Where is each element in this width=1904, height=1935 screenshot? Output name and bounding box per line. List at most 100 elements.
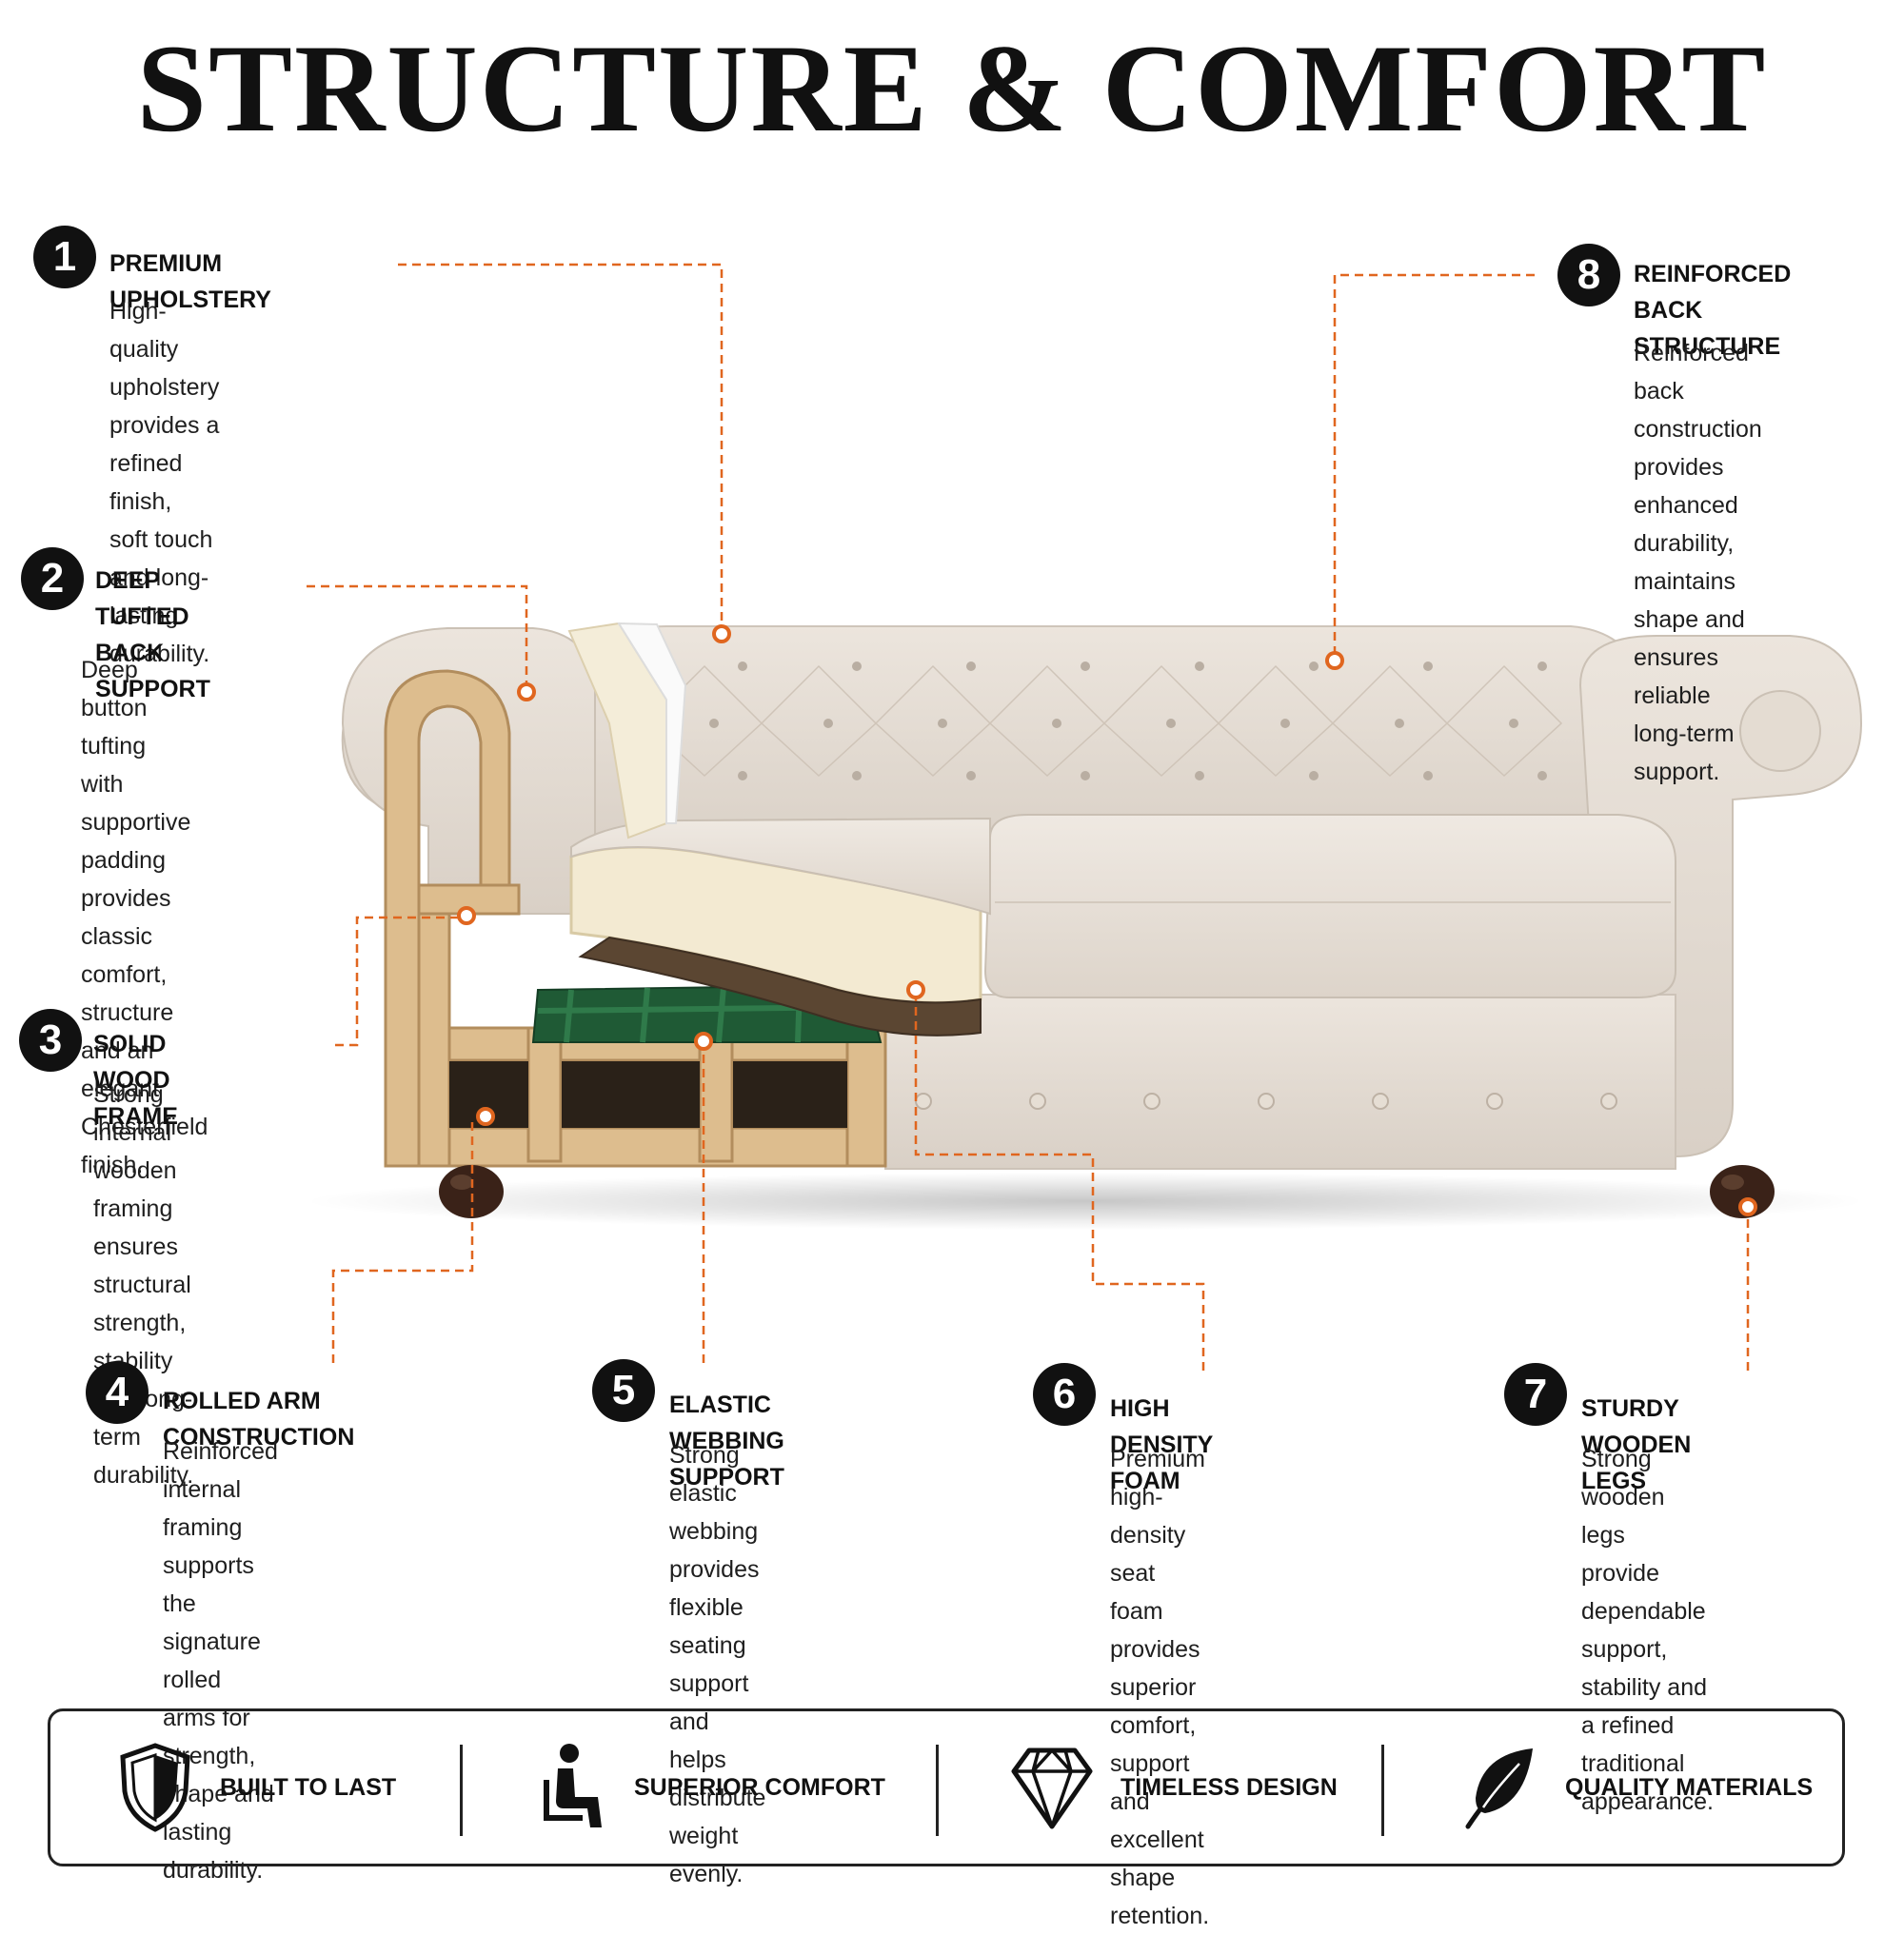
- callout-text-line: Strong elastic webbing: [669, 1442, 759, 1545]
- floor-shadow: [305, 1173, 1866, 1230]
- apron-tuft-button: [1600, 1093, 1617, 1110]
- feature-divider: [936, 1745, 939, 1836]
- callout-text-line: supports the signature: [163, 1552, 261, 1655]
- apron-tuft-button: [915, 1093, 932, 1110]
- callout-text-line: with supportive: [81, 771, 191, 836]
- tuft-button: [738, 771, 747, 780]
- apron-tuft-button: [1486, 1093, 1503, 1110]
- callout-text-line: Reinforced internal framing: [163, 1438, 278, 1541]
- callout-heading: DEEP TUFTED: [95, 567, 189, 630]
- callout-number-badge: 6: [1033, 1363, 1096, 1426]
- tuft-button: [1195, 661, 1204, 671]
- tuft-button: [966, 771, 976, 780]
- callout-heading: STRUCTURE: [1634, 333, 1781, 360]
- callout-text-line: provide dependable: [1581, 1560, 1706, 1625]
- tuft-button: [1166, 719, 1176, 728]
- callout-heading: SOLID WOOD FRAME: [93, 1031, 178, 1130]
- callout-text-line: wooden framing: [93, 1157, 177, 1222]
- callout-text-line: Reinforced back: [1634, 340, 1749, 405]
- tuft-pleat: [1102, 664, 1220, 778]
- callout-text-line: padding provides: [81, 847, 171, 912]
- diamond-icon: [1011, 1747, 1093, 1829]
- callout-text-line: provides a refined finish,: [109, 412, 220, 515]
- leaf-icon: [1465, 1748, 1533, 1829]
- tuft-button: [1423, 771, 1433, 780]
- tuft-button: [1537, 771, 1547, 780]
- callout-text-line: High-quality upholstery: [109, 298, 220, 401]
- callout-text-line: maintains shape and: [1634, 568, 1745, 633]
- tuft-pleat: [874, 664, 992, 778]
- callout-text-line: retention.: [1110, 1903, 1210, 1929]
- callout-number-badge: 3: [19, 1009, 82, 1072]
- callout-text-line: and excellent shape: [1110, 1788, 1204, 1891]
- apron-tuft-button: [1372, 1093, 1389, 1110]
- seated-person-icon: [544, 1744, 602, 1827]
- callout-heading: ROLLED ARM CONSTRUCTION: [163, 1388, 355, 1451]
- callout-number-badge: 2: [21, 547, 84, 610]
- callout-heading: HIGH DENSITY FOAM: [1110, 1395, 1213, 1494]
- tuft-button: [938, 719, 947, 728]
- tuft-button: [1052, 719, 1061, 728]
- right-seat-cushion: [983, 814, 1676, 998]
- callout-text-line: construction provides: [1634, 416, 1762, 481]
- feature-label: SUPERIOR COMFORT: [634, 1773, 885, 1801]
- callout-number-badge: 1: [33, 226, 96, 288]
- callout-text-line: structure and an: [81, 999, 174, 1064]
- shield-icon: [120, 1743, 190, 1832]
- callout-text-line: superior comfort, support: [1110, 1674, 1197, 1777]
- front-apron: [884, 994, 1676, 1170]
- callout-number-badge: 7: [1504, 1363, 1567, 1426]
- callout-text-line: enhanced durability,: [1634, 492, 1738, 557]
- apron-tufting: [915, 1093, 1617, 1110]
- tuft-pleat: [1217, 664, 1335, 778]
- callout-heading: PREMIUM UPHOLSTERY: [109, 250, 271, 313]
- callout-text-line: support, stability and: [1581, 1636, 1708, 1701]
- callout-text-line: Premium high-density: [1110, 1446, 1206, 1549]
- callout-text-line: Deep button tufting: [81, 657, 148, 760]
- tuft-button: [1423, 661, 1433, 671]
- feature-quality-materials: QUALITY MATERIALS: [1462, 1711, 1813, 1864]
- apron-tuft-button: [1029, 1093, 1046, 1110]
- callout-heading: ELASTIC WEBBING SUPPORT: [669, 1392, 784, 1491]
- tuft-button: [1509, 719, 1518, 728]
- tuft-pleat: [1445, 664, 1563, 778]
- tuft-button: [1081, 661, 1090, 671]
- feature-superior-comfort: SUPERIOR COMFORT: [541, 1711, 885, 1864]
- tuft-button: [709, 719, 719, 728]
- tuft-button: [1195, 771, 1204, 780]
- tuft-button: [1309, 661, 1319, 671]
- callout-heading: STURDY WOODEN LEGS: [1581, 1395, 1692, 1494]
- feature-label: TIMELESS DESIGN: [1121, 1773, 1338, 1801]
- callout-text-line: long-term support.: [1634, 721, 1735, 785]
- tuft-pleat: [1331, 664, 1449, 778]
- feature-built-to-last: BUILT TO LAST: [117, 1711, 396, 1864]
- tuft-pleat: [760, 664, 878, 778]
- tuft-button: [1280, 719, 1290, 728]
- callout-text-line: classic comfort,: [81, 923, 168, 988]
- tuft-button: [1309, 771, 1319, 780]
- callout-text-line: soft touch and long-: [109, 526, 213, 591]
- callout-text-line: lasting durability.: [109, 602, 210, 667]
- callout-number-badge: 5: [592, 1359, 655, 1422]
- callout-text-line: durability.: [163, 1857, 264, 1884]
- tuft-button: [1081, 771, 1090, 780]
- callout-text-line: Strong internal: [93, 1081, 171, 1146]
- callout-text-line: support and helps: [669, 1670, 749, 1773]
- callout-text-line: seat foam provides: [1110, 1560, 1200, 1663]
- callout-text-line: ensures reliable: [1634, 644, 1718, 709]
- back-tufting: [645, 661, 1563, 780]
- callout-leader-lines: [307, 263, 1750, 1371]
- tuft-button: [738, 661, 747, 671]
- callout-anchor-points: [457, 624, 1757, 1216]
- tuft-button: [1537, 661, 1547, 671]
- callout-text-line: elegant Chesterfield: [81, 1076, 208, 1140]
- tuft-button: [1395, 719, 1404, 728]
- callout-text-line: appearance.: [1581, 1788, 1715, 1815]
- feature-divider: [1381, 1745, 1384, 1836]
- tuft-pleat: [988, 664, 1106, 778]
- callout-text-line: Strong wooden legs: [1581, 1446, 1665, 1549]
- callout-text-line: durability.: [93, 1462, 194, 1489]
- apron-tuft-button: [1258, 1093, 1275, 1110]
- callout-heading: REINFORCED BACK: [1634, 261, 1792, 324]
